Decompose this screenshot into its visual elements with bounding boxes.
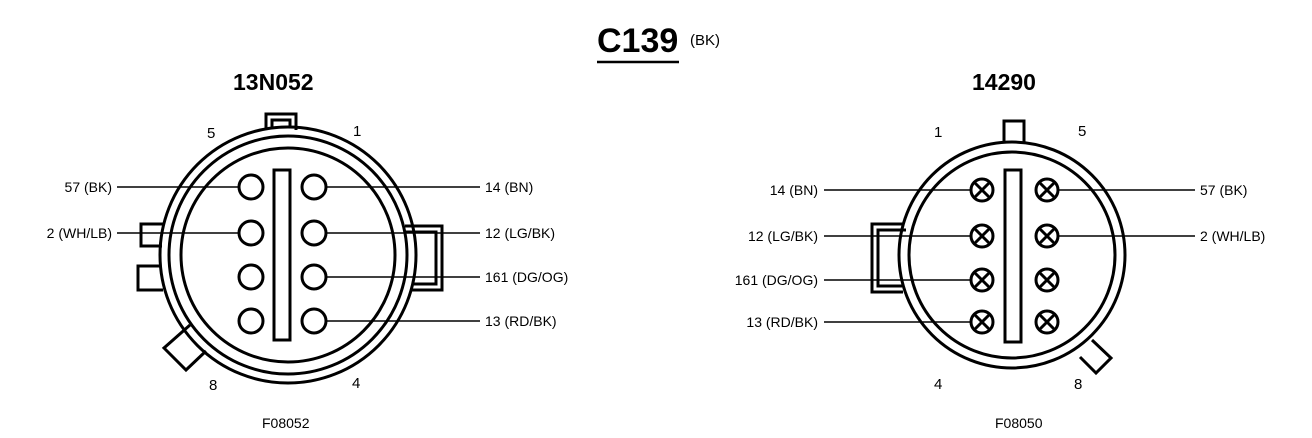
right-figure-id: F08050 (995, 415, 1043, 431)
right-top-key (1002, 119, 1026, 143)
right-cavity-1 (969, 177, 995, 203)
left-lower-tab (136, 264, 163, 292)
left-cavity-4 (300, 307, 328, 335)
right-wire-13-label: 13 (RD/BK) (746, 314, 818, 330)
right-cavity-6 (1034, 223, 1060, 249)
right-pin-1-label: 1 (934, 124, 942, 141)
left-connector-face (179, 146, 397, 364)
left-connector: 13N052 5 1 8 4 (47, 69, 569, 431)
right-part-number: 14290 (972, 69, 1036, 95)
right-pin-5-label: 5 (1078, 123, 1086, 140)
right-center-divider (1003, 168, 1023, 344)
right-pin-4-label: 4 (934, 376, 942, 393)
right-wire-12-label: 12 (LG/BK) (748, 228, 818, 244)
right-cavity-2 (969, 223, 995, 249)
left-cavity-2 (300, 219, 328, 247)
right-wire-14-label: 14 (BN) (770, 182, 818, 198)
right-wire-57-label: 57 (BK) (1200, 182, 1247, 198)
left-upper-tab (139, 222, 165, 248)
left-wire-57-label: 57 (BK) (65, 179, 112, 195)
right-bottom-key (1078, 338, 1114, 376)
right-connector-face (907, 150, 1117, 360)
right-cavity-7 (1034, 267, 1060, 293)
left-wire-13-label: 13 (RD/BK) (485, 313, 557, 329)
left-cavity-3 (300, 263, 328, 291)
left-bottom-key (161, 323, 208, 373)
right-cavity-8 (1034, 309, 1060, 335)
left-wire-12-label: 12 (LG/BK) (485, 225, 555, 241)
left-part-number: 13N052 (233, 69, 314, 95)
right-wire-161-label: 161 (DG/OG) (735, 272, 818, 288)
left-top-key (264, 112, 298, 130)
connector-color: (BK) (690, 32, 720, 49)
right-cavity-4 (969, 309, 995, 335)
right-wire-2-label: 2 (WH/LB) (1200, 228, 1265, 244)
left-figure-id: F08052 (262, 415, 310, 431)
left-pin-8-label: 8 (209, 377, 217, 394)
left-right-latch (405, 224, 444, 292)
left-connector-shell (158, 125, 418, 385)
left-connector-inner-ring (167, 134, 409, 376)
right-cavity-5 (1034, 177, 1060, 203)
connector-id: C139 (597, 22, 678, 60)
right-connector: 14290 (735, 69, 1266, 431)
left-wire-161-label: 161 (DG/OG) (485, 269, 568, 285)
left-wire-14-label: 14 (BN) (485, 179, 533, 195)
left-pin-5-label: 5 (207, 125, 215, 142)
left-cavity-7 (237, 263, 265, 291)
right-left-latch (870, 222, 906, 294)
left-cavity-6 (237, 219, 265, 247)
left-cavity-5 (237, 173, 265, 201)
left-wire-2-label: 2 (WH/LB) (47, 225, 112, 241)
left-center-divider (272, 168, 292, 342)
left-cavity-1 (300, 173, 328, 201)
right-pin-8-label: 8 (1074, 376, 1082, 393)
left-pin-4-label: 4 (352, 375, 360, 392)
left-cavity-8 (237, 307, 265, 335)
left-pin-1-label: 1 (353, 123, 361, 140)
right-cavity-3 (969, 267, 995, 293)
right-connector-shell (897, 140, 1127, 370)
